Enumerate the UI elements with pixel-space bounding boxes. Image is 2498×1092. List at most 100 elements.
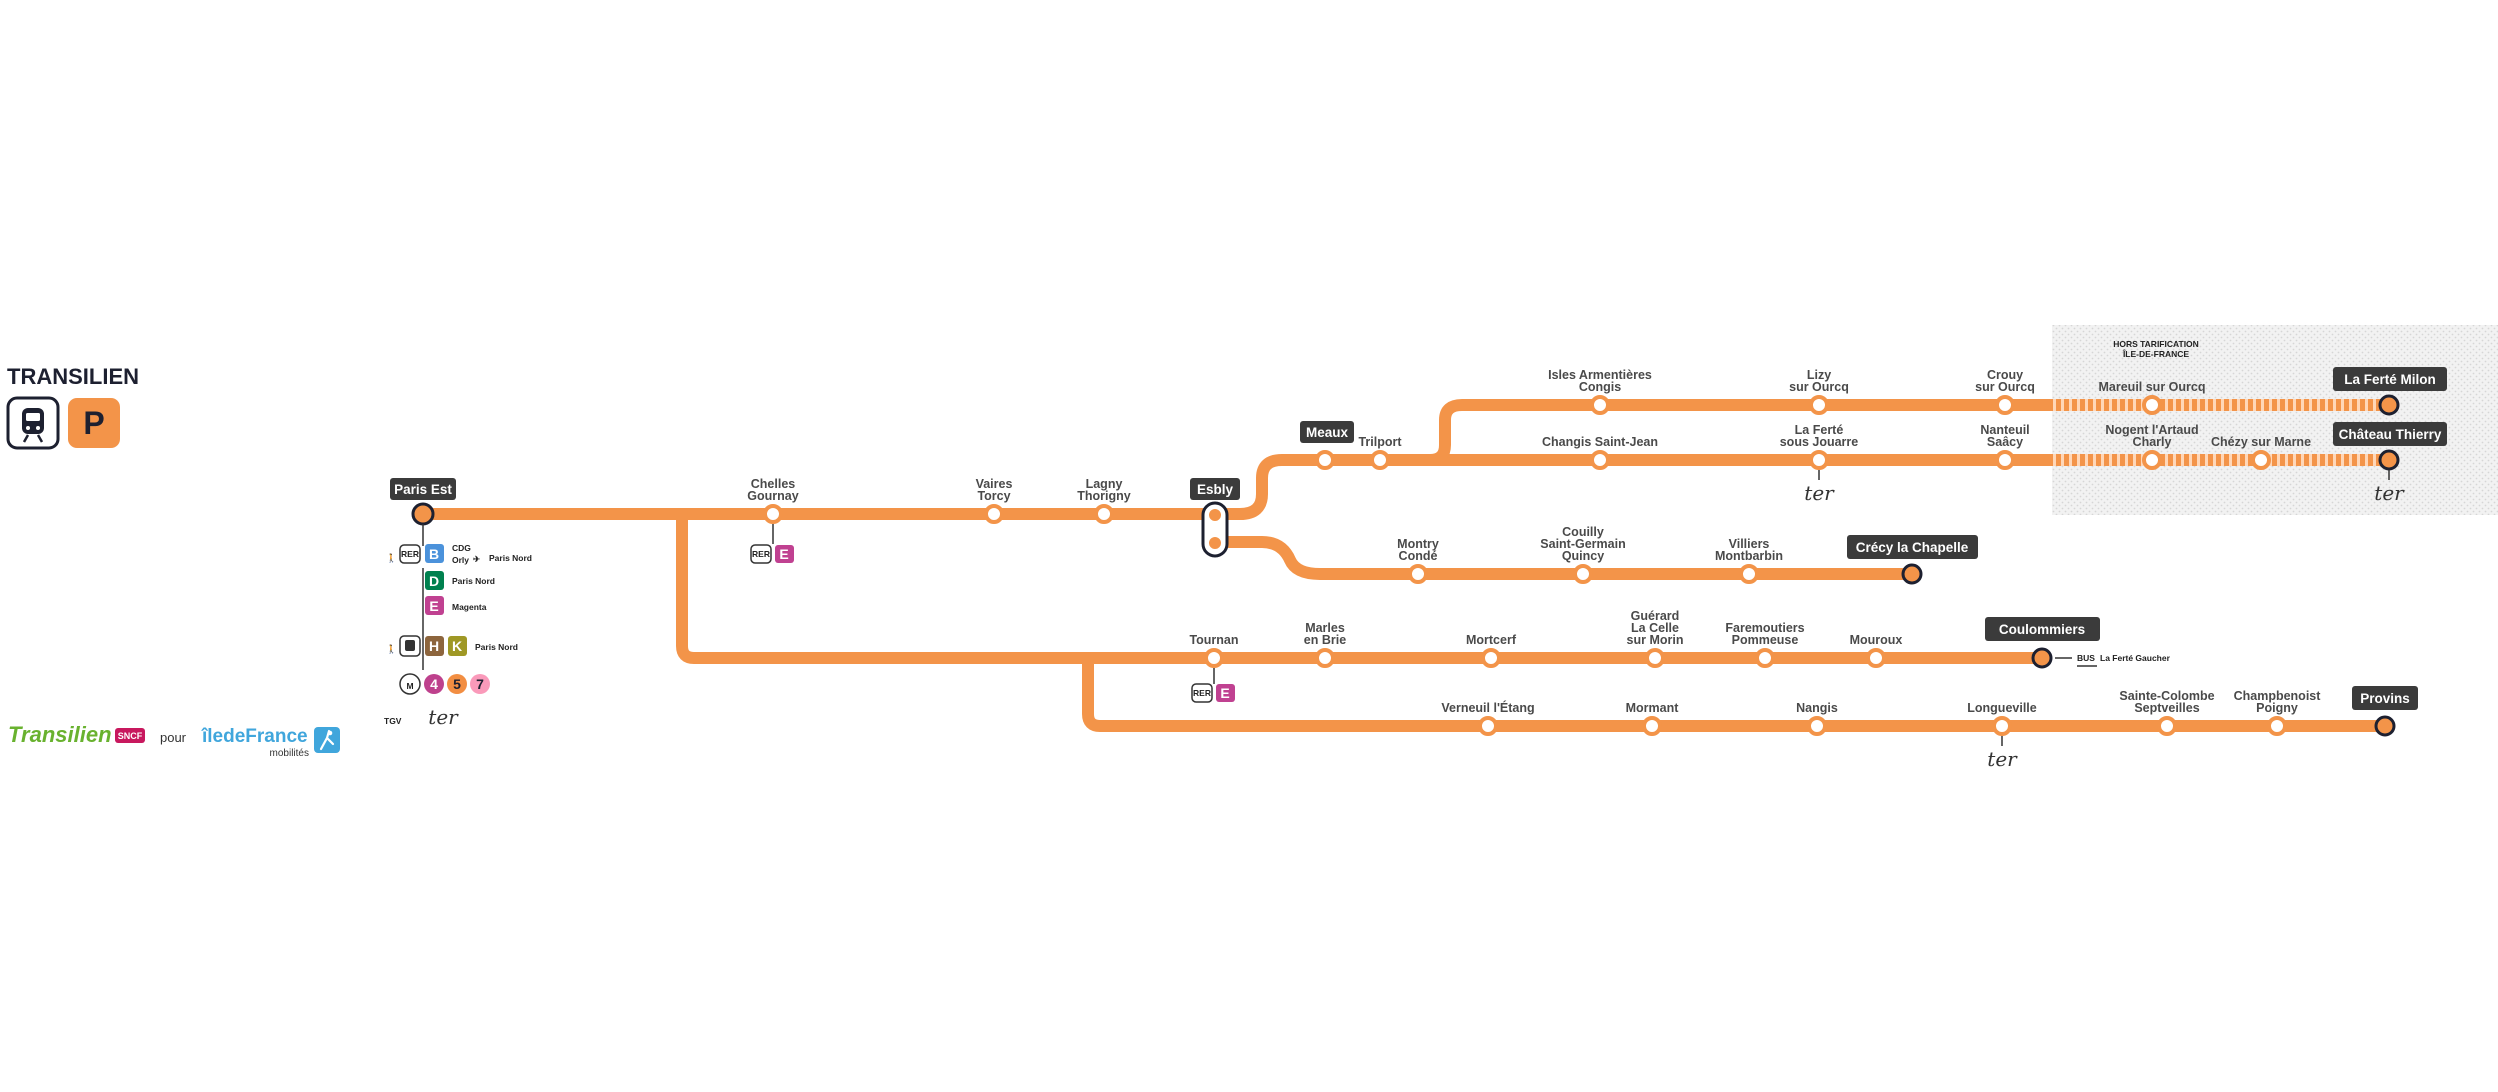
station-nangis[interactable] — [1807, 716, 1827, 736]
station-isles-label: Congis — [1579, 380, 1621, 394]
station-tournan[interactable] — [1204, 648, 1224, 668]
station-guerard[interactable] — [1645, 648, 1665, 668]
terminus-label-bg — [2333, 367, 2447, 391]
station-sainte-colombe-label: Sainte-Colombe — [2119, 689, 2214, 703]
cdg-label: CDG — [452, 543, 471, 553]
station-couilly[interactable] — [1573, 564, 1593, 584]
rer-b-badge — [425, 544, 444, 563]
station-vaires-label: Torcy — [977, 489, 1010, 503]
outside-zone-area — [2052, 325, 2498, 515]
station-nanteuil-label: Saâcy — [1987, 435, 2023, 449]
transilien-train-icon — [6, 396, 60, 450]
metro-4-badge — [424, 674, 444, 694]
station-mouroux-label: Mouroux — [1850, 633, 1903, 647]
network-title: TRANSILIEN — [7, 364, 139, 389]
walk-icon: 🚶 — [386, 553, 397, 563]
station-tournan-label: Tournan — [1189, 633, 1238, 647]
rer-e-text: E — [429, 598, 438, 614]
ter-logo-paris-est: ter — [428, 705, 459, 729]
tgv-label: TGV — [384, 716, 402, 726]
station-isles[interactable] — [1590, 395, 1610, 415]
train-icon — [399, 635, 421, 657]
orly-label: Orly — [452, 555, 469, 565]
station-villiers[interactable] — [1739, 564, 1759, 584]
line-p-badge: P — [68, 398, 120, 448]
station-crouy-label: sur Ourcq — [1975, 380, 2035, 394]
station-crouy[interactable] — [1995, 395, 2015, 415]
station-nanteuil[interactable] — [1995, 450, 2015, 470]
rer-icon-text: RER — [752, 549, 770, 559]
station-isles-label: Isles Armentières — [1548, 368, 1652, 382]
rer-d-badge — [425, 571, 444, 590]
station-marles[interactable] — [1315, 648, 1335, 668]
rer-icon-text: RER — [1193, 688, 1211, 698]
bus-destination: La Ferté Gaucher — [2100, 653, 2171, 663]
station-lizy-label: sur Ourcq — [1789, 380, 1849, 394]
station-chezy[interactable] — [2251, 450, 2271, 470]
station-crecy-label: Crécy la Chapelle — [1856, 540, 1969, 555]
station-trilport[interactable] — [1370, 450, 1390, 470]
terminus-label-bg — [1300, 421, 1354, 443]
station-changis-label: Changis Saint-Jean — [1542, 435, 1658, 449]
station-la-ferte-sj[interactable] — [1809, 450, 1829, 470]
rer-e-badge: E — [1216, 684, 1235, 702]
station-chelles-label: Gournay — [747, 489, 798, 503]
terminus-label-bg — [1985, 617, 2100, 641]
station-sainte-colombe-label: Septveilles — [2134, 701, 2199, 715]
paris-est-connections: 🚶 RER B CDG Orly ✈ Paris Nord D Paris No… — [384, 524, 532, 729]
station-chelles[interactable] — [763, 504, 783, 524]
terminus-label-bg — [1847, 535, 1978, 559]
station-champbenoist-label: Poigny — [2256, 701, 2298, 715]
station-esbly[interactable] — [1201, 501, 1229, 558]
idf-logo-subtext: mobilités — [270, 748, 309, 759]
station-faremoutiers-label: Faremoutiers — [1725, 621, 1804, 635]
station-coulommiers[interactable] — [2031, 647, 2053, 669]
station-crouy-label: Crouy — [1987, 368, 2023, 382]
station-mareuil[interactable] — [2142, 395, 2162, 415]
station-chateau-thierry[interactable] — [2378, 449, 2400, 471]
station-chezy-label: Chézy sur Marne — [2211, 435, 2311, 449]
station-crecy-la-chapelle[interactable] — [1901, 563, 1923, 585]
sncf-logo-text: SNCF — [118, 731, 143, 741]
station-mouroux[interactable] — [1866, 648, 1886, 668]
outside-dashed-track-1 — [2050, 399, 2390, 411]
station-guerard-label: La Celle — [1631, 621, 1679, 635]
station-mortcerf[interactable] — [1481, 648, 1501, 668]
rer-e-badge — [425, 596, 444, 615]
station-paris-est[interactable] — [411, 502, 435, 526]
line-p-letter: P — [83, 405, 104, 441]
station-la-ferte-sj-label: La Ferté — [1795, 423, 1844, 437]
station-mortcerf-label: Mortcerf — [1466, 633, 1517, 647]
station-mormant[interactable] — [1642, 716, 1662, 736]
station-montry[interactable] — [1408, 564, 1428, 584]
station-la-ferte-milon[interactable] — [2378, 394, 2400, 416]
station-faremoutiers[interactable] — [1755, 648, 1775, 668]
station-lizy[interactable] — [1809, 395, 1829, 415]
magenta-label: Magenta — [452, 602, 487, 612]
station-marles-label: en Brie — [1304, 633, 1346, 647]
rer-e-badge: E — [775, 545, 794, 563]
outside-zone-label-2: ÎLE-DE-FRANCE — [2122, 348, 2189, 359]
station-changis[interactable] — [1590, 450, 1610, 470]
station-nangis-label: Nangis — [1796, 701, 1838, 715]
rer-e-badge-text: E — [779, 546, 788, 562]
station-mareuil-label: Mareuil sur Ourcq — [2099, 380, 2206, 394]
plane-icon: ✈ — [473, 554, 481, 564]
station-la-ferte-sj-label: sous Jouarre — [1780, 435, 1859, 449]
idf-mobilites-logo: îledeFrance mobilités — [201, 726, 340, 759]
station-marles-label: Marles — [1305, 621, 1345, 635]
station-lagny-label: Lagny — [1086, 477, 1123, 491]
station-lagny[interactable] — [1094, 504, 1114, 524]
station-vaires[interactable] — [984, 504, 1004, 524]
station-longueville[interactable] — [1992, 716, 2012, 736]
station-nogent[interactable] — [2142, 450, 2162, 470]
station-sainte-colombe[interactable] — [2157, 716, 2177, 736]
transilien-logo-text: Transilien — [8, 722, 112, 747]
station-mormant-label: Mormant — [1626, 701, 1680, 715]
station-montry-label: Montry — [1397, 537, 1439, 551]
station-verneuil[interactable] — [1478, 716, 1498, 736]
station-provins[interactable] — [2374, 715, 2396, 737]
station-meaux[interactable] — [1315, 450, 1335, 470]
station-lizy-label: Lizy — [1807, 368, 1831, 382]
station-champbenoist[interactable] — [2267, 716, 2287, 736]
